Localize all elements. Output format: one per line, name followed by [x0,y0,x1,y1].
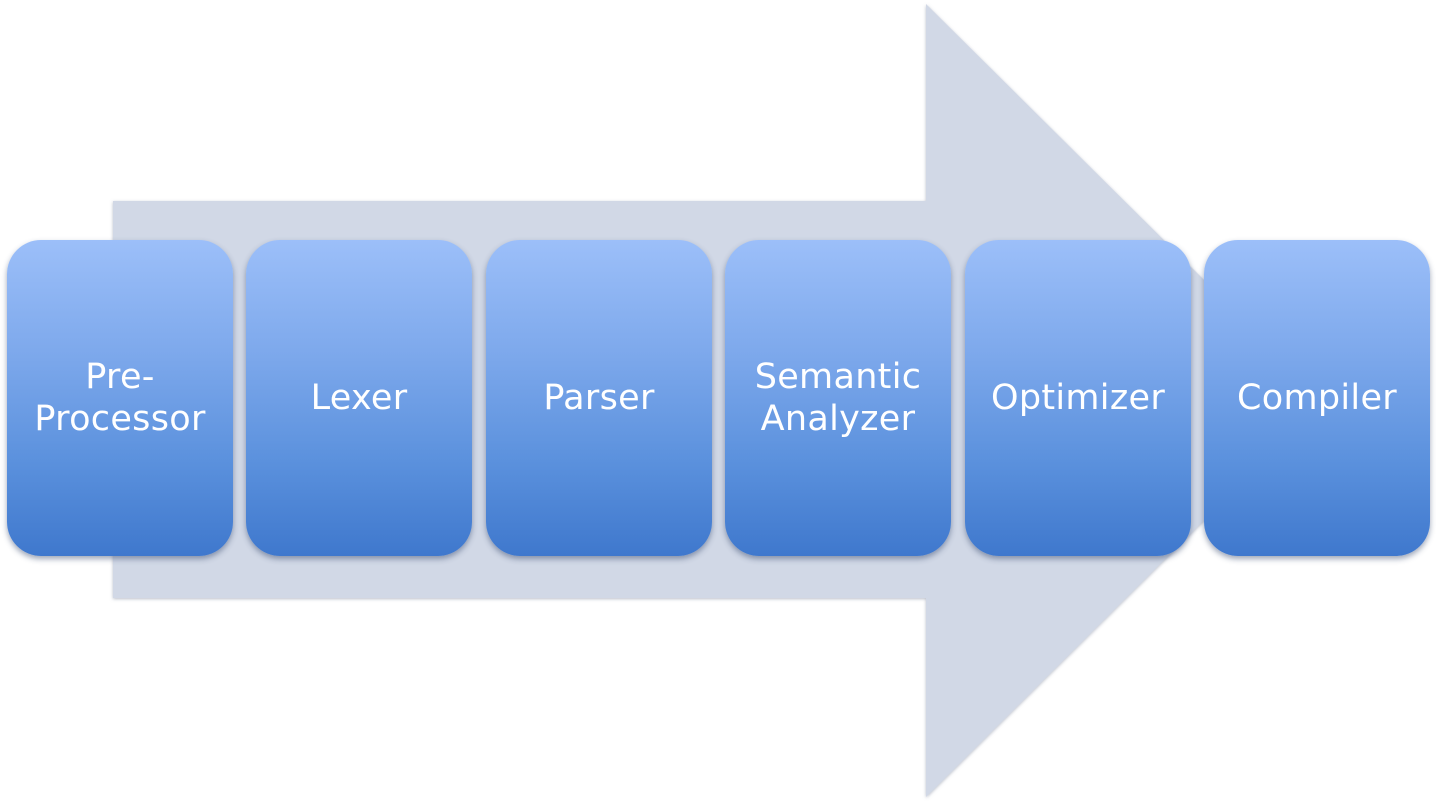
stage-lexer: Lexer [246,240,472,556]
arrow-shape [113,4,1325,797]
stage-label: Parser [543,378,655,418]
stage-preprocessor: Pre- Processor [7,240,233,556]
stage-compiler: Compiler [1204,240,1430,556]
stage-label: Semantic Analyzer [754,357,922,439]
stage-label: Compiler [1237,378,1397,418]
stage-semantic-analyzer: Semantic Analyzer [725,240,951,556]
stage-label: Optimizer [990,378,1166,418]
stage-parser: Parser [486,240,712,556]
stage-label: Lexer [310,378,408,418]
stage-optimizer: Optimizer [965,240,1191,556]
stage-label: Pre- Processor [34,357,206,439]
